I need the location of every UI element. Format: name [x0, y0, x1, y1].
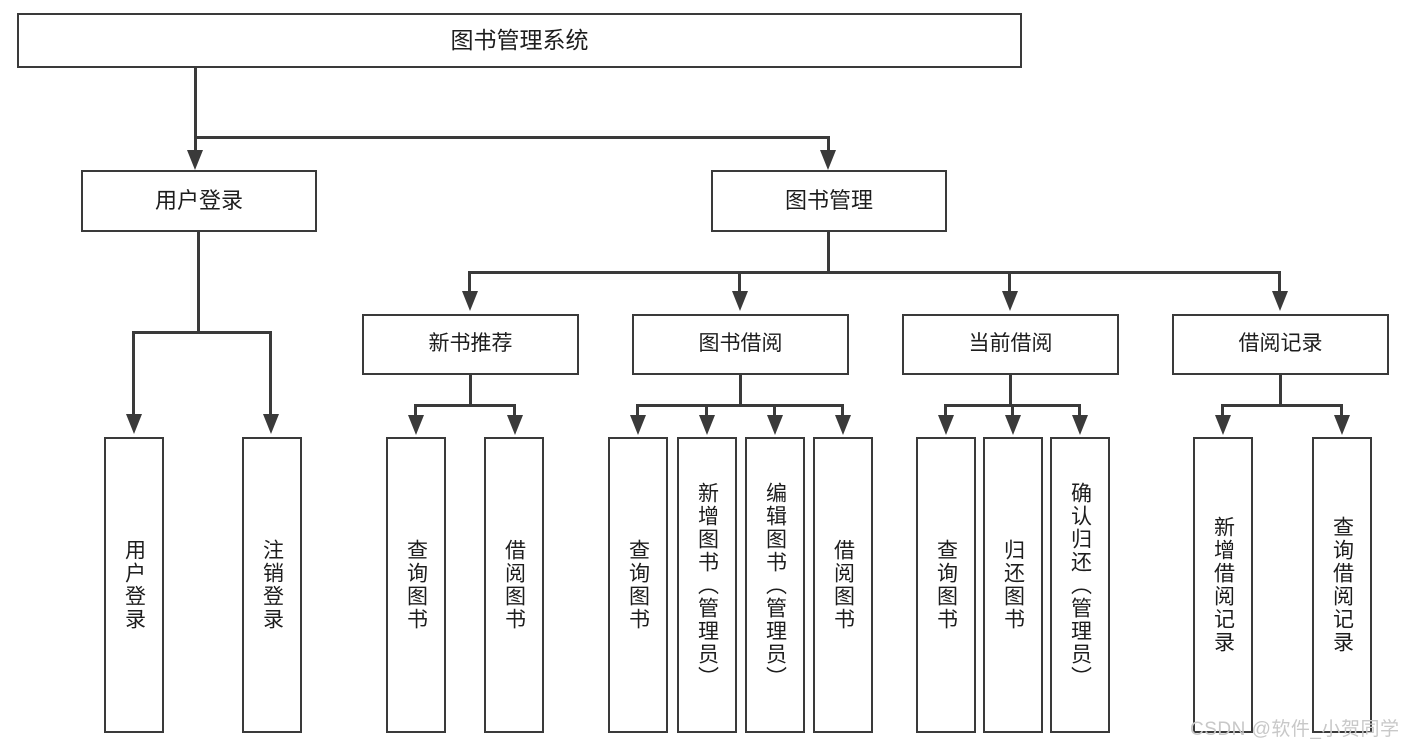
arrowhead-book-mgmt-to-records [1272, 291, 1288, 311]
node-user-login[interactable]: 用户登录 [81, 170, 317, 232]
leaf-query-books-recommend[interactable]: 查询图书 [386, 437, 446, 733]
connector-records-stem [1279, 375, 1282, 407]
node-new-book-recommend[interactable]: 新书推荐 [362, 314, 579, 375]
arrowhead-borrow-leaf-2 [699, 415, 715, 435]
leaf-edit-book-admin[interactable]: 编辑图书（管理员） [745, 437, 805, 733]
node-label: 查询借阅记录 [1330, 516, 1354, 654]
arrowhead-book-mgmt-to-current [1002, 291, 1018, 311]
connector-new-books-stem [469, 375, 472, 407]
connector-new-books-branch-1 [414, 404, 417, 418]
node-label: 查询图书 [934, 539, 958, 631]
node-label: 查询图书 [626, 539, 650, 631]
leaf-borrow-books-recommend[interactable]: 借阅图书 [484, 437, 544, 733]
connector-root-to-user-login [194, 136, 197, 154]
connector-user-login-stem [197, 232, 200, 334]
leaf-query-books-current[interactable]: 查询图书 [916, 437, 976, 733]
node-label: 图书借阅 [698, 332, 783, 356]
arrowhead-root-to-book-mgmt [820, 150, 836, 170]
node-label: 编辑图书（管理员） [763, 481, 787, 689]
leaf-query-books-borrow[interactable]: 查询图书 [608, 437, 668, 733]
connector-user-login-bus [132, 331, 272, 334]
arrowhead-new-books-leaf-2 [507, 415, 523, 435]
node-label: 查询图书 [404, 539, 428, 631]
connector-borrow-branch-3 [773, 404, 776, 418]
arrowhead-records-leaf-1 [1215, 415, 1231, 435]
connector-current-branch-3 [1078, 404, 1081, 418]
leaf-return-books[interactable]: 归还图书 [983, 437, 1043, 733]
node-root-system[interactable]: 图书管理系统 [17, 13, 1022, 68]
connector-user-login-branch-2 [269, 331, 272, 417]
connector-borrow-bus [636, 404, 843, 407]
node-label: 归还图书 [1001, 539, 1025, 631]
connector-records-branch-1 [1221, 404, 1224, 418]
arrowhead-current-leaf-1 [938, 415, 954, 435]
node-label: 新增借阅记录 [1211, 516, 1235, 654]
arrowhead-new-books-leaf-1 [408, 415, 424, 435]
leaf-borrow-books-borrow[interactable]: 借阅图书 [813, 437, 873, 733]
arrowhead-book-mgmt-to-borrow [732, 291, 748, 311]
connector-current-branch-1 [944, 404, 947, 418]
connector-records-branch-2 [1340, 404, 1343, 418]
connector-book-mgmt-branch-1 [468, 271, 471, 293]
node-label: 新增图书（管理员） [695, 481, 719, 689]
arrowhead-user-login-leaf-1 [126, 414, 142, 434]
arrowhead-borrow-leaf-4 [835, 415, 851, 435]
arrowhead-records-leaf-2 [1334, 415, 1350, 435]
connector-root-stem [194, 68, 197, 138]
node-label: 新书推荐 [428, 332, 513, 356]
leaf-logout-login[interactable]: 注销登录 [242, 437, 302, 733]
node-label: 借阅图书 [831, 539, 855, 631]
connector-book-mgmt-branch-2 [738, 271, 741, 293]
connector-borrow-stem [739, 375, 742, 407]
arrowhead-current-leaf-2 [1005, 415, 1021, 435]
connector-user-login-branch-1 [132, 331, 135, 417]
arrowhead-root-to-user-login [187, 150, 203, 170]
watermark-text: CSDN @软件_小贺同学 [1190, 719, 1400, 740]
arrowhead-borrow-leaf-3 [767, 415, 783, 435]
connector-current-branch-2 [1011, 404, 1014, 418]
connector-book-mgmt-stem [827, 232, 830, 274]
node-label: 图书管理 [784, 188, 873, 214]
connector-book-mgmt-branch-3 [1008, 271, 1011, 293]
connector-root-bus [194, 136, 829, 139]
connector-borrow-branch-2 [705, 404, 708, 418]
connector-records-bus [1221, 404, 1343, 407]
arrowhead-user-login-leaf-2 [263, 414, 279, 434]
node-label: 用户登录 [154, 188, 243, 214]
leaf-query-borrow-record[interactable]: 查询借阅记录 [1312, 437, 1372, 733]
node-label: 确认归还（管理员） [1068, 481, 1092, 689]
node-label: 借阅图书 [502, 539, 526, 631]
node-book-management[interactable]: 图书管理 [711, 170, 947, 232]
leaf-add-borrow-record[interactable]: 新增借阅记录 [1193, 437, 1253, 733]
node-label: 图书管理系统 [450, 27, 589, 54]
node-current-borrow[interactable]: 当前借阅 [902, 314, 1119, 375]
node-borrow-records[interactable]: 借阅记录 [1172, 314, 1389, 375]
connector-book-mgmt-branch-4 [1278, 271, 1281, 293]
leaf-add-book-admin[interactable]: 新增图书（管理员） [677, 437, 737, 733]
arrowhead-book-mgmt-to-new-books [462, 291, 478, 311]
node-book-borrow[interactable]: 图书借阅 [632, 314, 849, 375]
connector-borrow-branch-1 [636, 404, 639, 418]
node-label: 用户登录 [122, 539, 146, 631]
connector-current-stem [1009, 375, 1012, 407]
leaf-confirm-return-admin[interactable]: 确认归还（管理员） [1050, 437, 1110, 733]
node-label: 借阅记录 [1238, 332, 1323, 356]
node-label: 当前借阅 [968, 332, 1053, 356]
connector-book-mgmt-bus [468, 271, 1280, 274]
leaf-user-login[interactable]: 用户登录 [104, 437, 164, 733]
arrowhead-borrow-leaf-1 [630, 415, 646, 435]
connector-borrow-branch-4 [841, 404, 844, 418]
connector-new-books-branch-2 [513, 404, 516, 418]
node-label: 注销登录 [260, 539, 284, 631]
arrowhead-current-leaf-3 [1072, 415, 1088, 435]
connector-new-books-bus [414, 404, 516, 407]
connector-root-to-book-mgmt [827, 136, 830, 154]
